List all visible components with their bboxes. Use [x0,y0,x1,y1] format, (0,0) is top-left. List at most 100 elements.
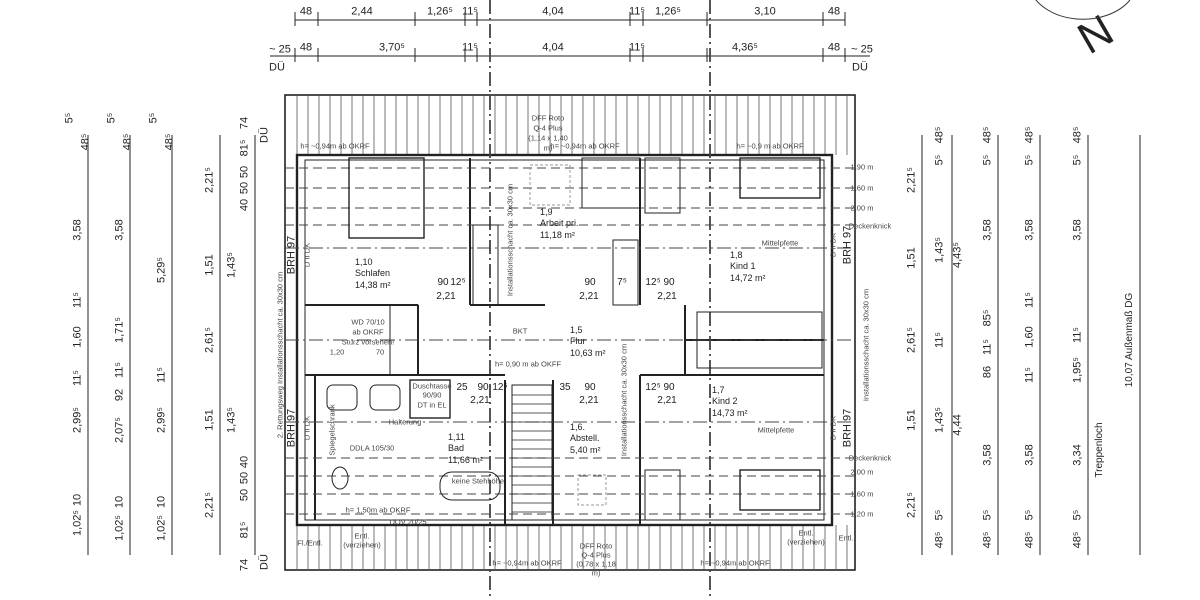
skylight [529,164,571,206]
desk [581,157,641,209]
skylight [577,474,607,506]
left-dimension: 2,61⁵ [203,327,216,353]
vertical-annotation: D II DK [828,415,838,441]
door-dimension: 90 [584,382,596,393]
annotation: h= ~0,94m ab OKRF [550,141,620,151]
left-dimension: 10 [155,495,168,509]
left-dimension: 10 [113,495,126,509]
right-dimension: 48⁵ [1023,126,1036,144]
right-dimension: 1,95⁵ [1071,357,1084,383]
annotation: 90/90 [422,390,442,400]
top-dimension: 4,36⁵ [732,41,758,54]
right-dimension: 5⁵ [1023,154,1036,166]
vertical-annotation: BRH 97 [841,225,854,265]
right-dimension: 2,21⁵ [905,167,918,193]
door-dimension: 12⁵ 90 [645,382,675,393]
right-dimension: 11⁵ [1023,367,1036,383]
annotation: h= ~0,94m ab OKRF [300,141,370,151]
annotation: 1,60 m [850,183,874,193]
room-label: 1,7 Kind 2 14,73 m² [712,385,748,418]
left-dimension: 11⁵ [155,367,168,383]
right-dimension: 11⁵ [981,339,994,355]
double-bed [348,157,425,239]
top-dimension: ~ 25 [269,43,291,56]
right-dimension: 85⁵ [981,309,994,327]
annotation: 1,20 m [850,509,874,519]
annotation: WD 70/10 [351,317,385,327]
right-dimension: 11⁵ [1023,292,1036,308]
door-dimension: 2,21 [436,291,456,302]
washbasin [369,384,401,411]
room-label: 1,8 Kind 1 14,72 m² [730,250,766,283]
left-dimension: 50 [238,471,251,485]
right-dimension: 4,43⁵ [951,242,964,268]
right-dimension: 3,58 [981,219,994,241]
top-dimension: 1,26⁵ [427,5,453,18]
right-dimension: 48⁵ [933,126,946,144]
right-dimension: 5⁵ [933,154,946,166]
annotation: Duschtasse [412,381,452,391]
left-dimension: 5⁵ [105,112,118,124]
top-dimension: 4,04 [542,5,564,18]
annotation: Deckenknick [848,221,892,231]
right-dimension: 5⁵ [1071,509,1084,521]
right-dimension: 5⁵ [1071,154,1084,166]
room-label: 1,9 Arbeit pri. 11,18 m² [540,207,579,240]
annotation: h= ~0,9 m ab OKRF [736,141,804,151]
left-dimension: 2,99⁵ [155,407,168,433]
vertical-annotation: Spiegelschrank [327,404,337,456]
top-dimension: 11⁵ [629,5,645,18]
right-dimension: 48⁵ [1071,531,1084,549]
left-dimension: 50 [238,165,251,179]
annotation: Entl. [798,528,814,538]
annotation: 1,90 m [850,162,874,172]
right-dimension: 3,58 [1023,219,1036,241]
left-dimension: 2,99⁵ [71,407,84,433]
top-dimension: 1,26⁵ [655,5,681,18]
vertical-annotation: Installationsschacht ca. 30x30 cm [861,288,871,402]
annotation: h= 1,50m ab OKRF [345,505,411,515]
right-dimension: 5⁵ [933,509,946,521]
right-dimension: 3,58 [1023,444,1036,466]
right-dimension: 1,51 [905,247,918,269]
room-label: 1,11 Bad 11,66 m² [448,432,483,465]
annotation: DOV 20/25 [389,517,427,527]
annotation: Deckenknick [848,453,892,463]
left-dimension: 81⁵ [238,139,251,157]
annotation: DFF Roto [579,541,613,551]
right-dimension: 5⁵ [981,154,994,166]
annotation: 2,00 m [850,467,874,477]
door-dimension: 12⁵ 90 [645,277,675,288]
left-dimension: 5,29⁵ [155,257,168,283]
door-dimension: 90 [437,277,449,288]
du-label: DÜ [258,127,271,143]
annotation: m) [591,568,601,578]
top-dimension: ~ 25 [851,43,873,56]
du-label: DÜ [269,61,285,74]
left-dimension: 1,51 [203,254,216,276]
annotation: h= ~0,94m ab OKRF [492,558,562,568]
left-dimension: 1,60 [71,326,84,348]
left-dimension: 5⁵ [147,112,160,124]
annotation: keine Stehhöhe [451,476,505,486]
door-dimension: 2,21 [470,395,490,406]
top-dimension: 48 [299,41,313,54]
left-dimension: 48⁵ [163,133,176,151]
right-dimension: Treppenloch [1094,422,1105,478]
left-dimension: 50 [238,488,251,502]
door-dimension: 90 [477,382,489,393]
left-dimension: 1,43⁵ [225,407,238,433]
right-dimension: 48⁵ [1023,531,1036,549]
room-label: 1,5 Flur 10,63 m² [570,325,606,358]
top-dimension: 2,44 [351,5,373,18]
right-dimension: 5⁵ [1023,509,1036,521]
vertical-annotation: BRH 97 [841,408,854,448]
annotation: Entl. [838,533,854,543]
top-dimension: 3,70⁵ [379,41,405,54]
annotation: Mittelpfette [761,238,799,248]
roof-outline [284,94,856,571]
left-dimension: 48⁵ [121,133,134,151]
left-dimension: 1,51 [203,409,216,431]
